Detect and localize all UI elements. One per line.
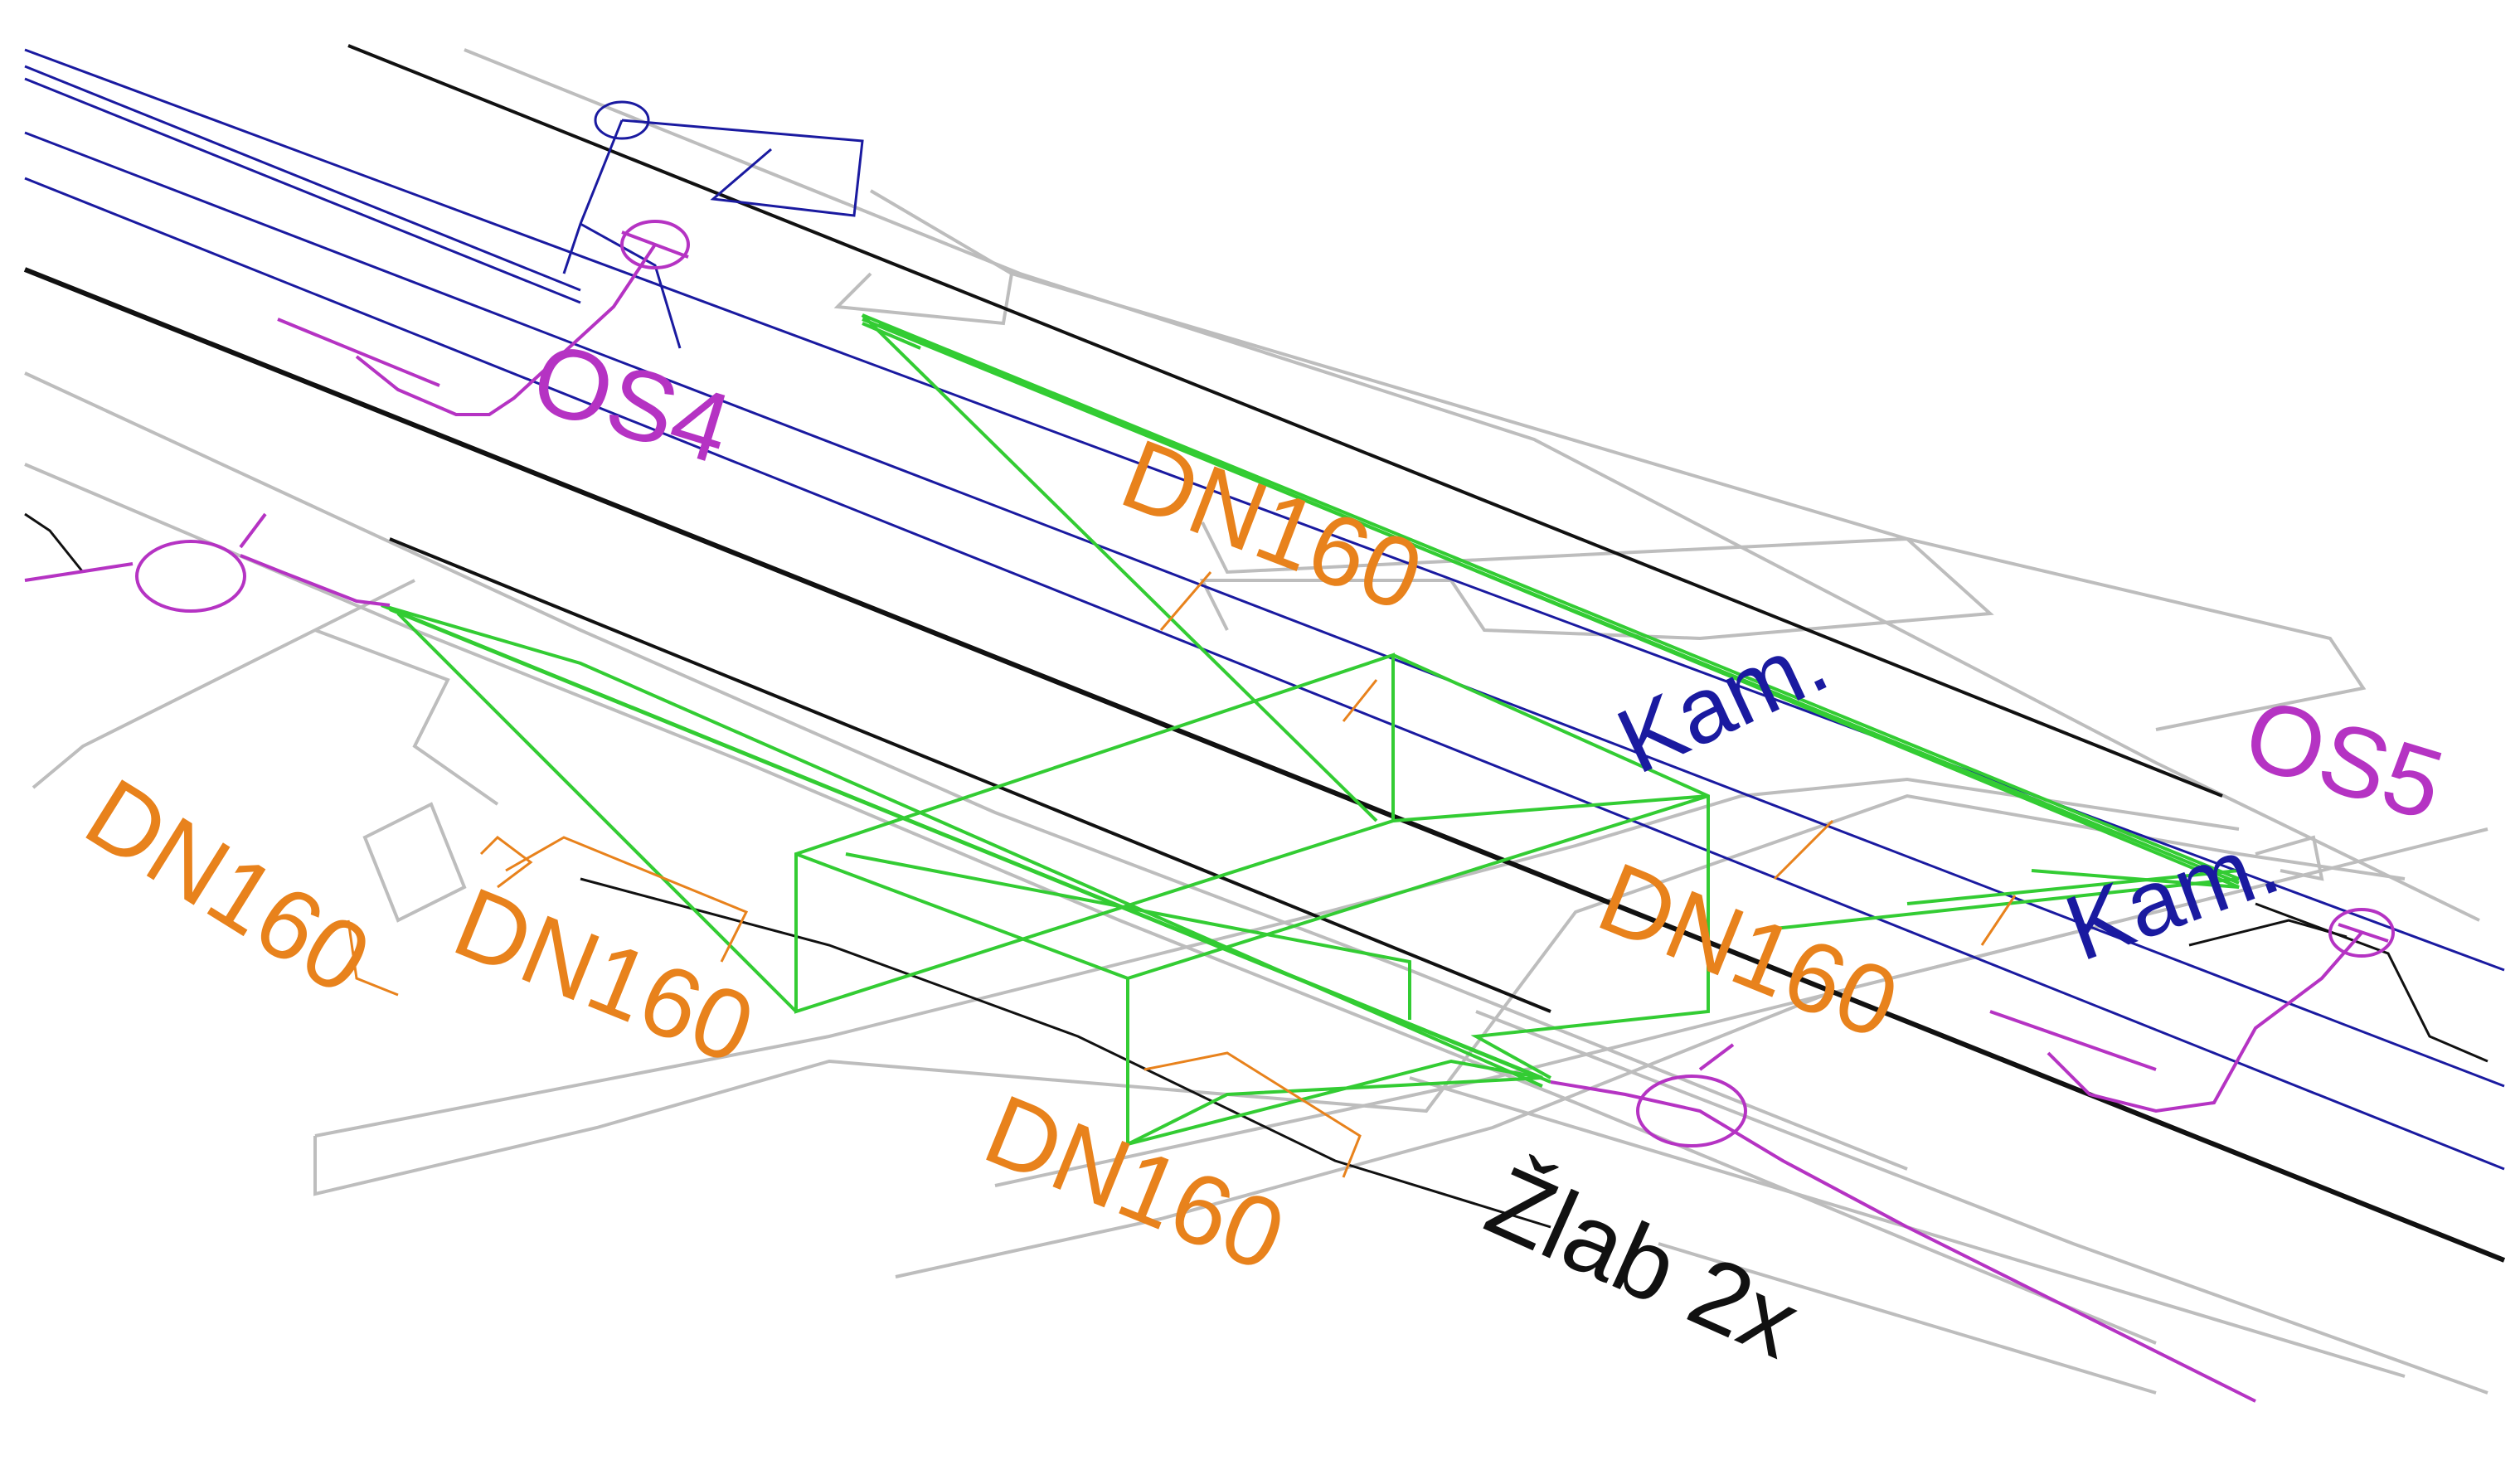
grey-edge-lines bbox=[24, 48, 2488, 1395]
green-pipe-network bbox=[381, 313, 2240, 1146]
label-dn160-left-mid: DN160 bbox=[439, 866, 769, 1085]
label-dn160-bottom: DN160 bbox=[970, 1074, 1299, 1293]
label-os4: OS4 bbox=[520, 321, 743, 485]
magenta-sewer bbox=[24, 220, 2395, 1403]
label-dn160-right: DN160 bbox=[1584, 842, 1913, 1060]
label-dn160-left: DN160 bbox=[67, 757, 389, 1016]
label-kam-lower: Kam. bbox=[2052, 809, 2291, 981]
orange-duct-marks bbox=[347, 571, 2017, 1178]
label-dn160-top: DN160 bbox=[1108, 418, 1437, 633]
